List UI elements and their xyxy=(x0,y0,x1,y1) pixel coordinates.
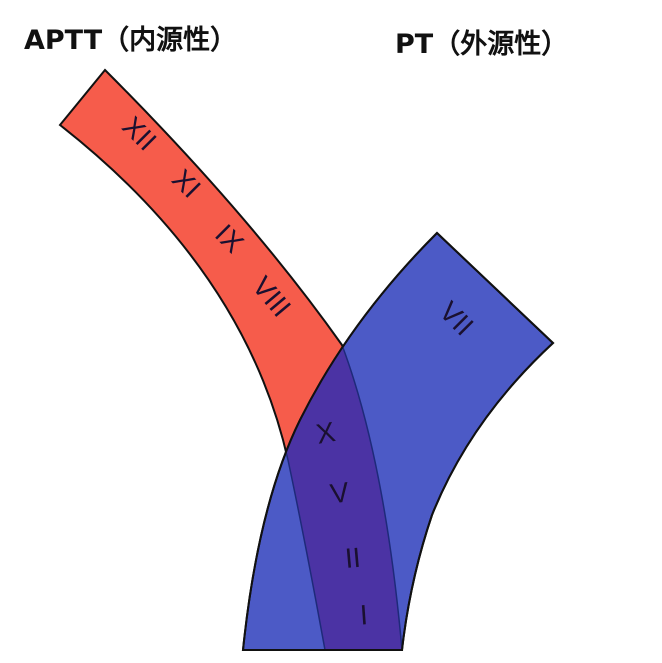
extrinsic-band-outline xyxy=(241,231,555,651)
factor-ii-label: II xyxy=(344,542,362,574)
pt-title: PT（外源性） xyxy=(395,29,569,60)
factor-i-label: I xyxy=(359,599,369,630)
aptt-title: APTT（内源性） xyxy=(24,25,238,56)
factor-v-label: V xyxy=(328,476,351,509)
